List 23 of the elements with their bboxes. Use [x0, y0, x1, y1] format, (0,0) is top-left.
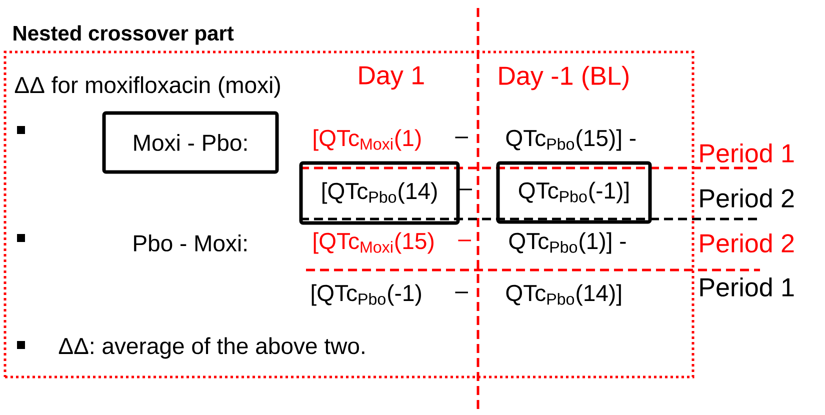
column-label: Day -1 (BL) — [499, 66, 628, 90]
outlined-box: QTc$_{Pbo}$(-1)] — [496, 161, 652, 224]
column-label: Day 1 — [359, 66, 424, 90]
outlined-box: [QTc$_{Pbo}$(14) — [299, 161, 460, 225]
outlined-box: Moxi - Pbo: — [102, 111, 279, 174]
heading-text: ΔΔ for moxifloxacin (moxi) — [14, 76, 280, 98]
period-label: Period 1 — [700, 277, 794, 297]
minus-sign: – — [455, 292, 468, 294]
period-label: Period 2 — [700, 188, 794, 208]
bullet-text: ΔΔ: average of the above two. — [58, 337, 364, 359]
minus-sign: – — [458, 240, 471, 242]
period-label: Period 1 — [700, 143, 794, 163]
formula-text: [QTc$_{Moxi}$(1) — [314, 129, 421, 151]
row-label: Pbo - Moxi: — [134, 234, 246, 252]
formula-text: [QTc$_{Moxi}$(15) — [314, 232, 434, 254]
title-text: Nested crossover part — [14, 25, 234, 45]
formula-text: QTc$_{Pbo}$(14)] — [506, 284, 621, 306]
formula-text: [QTc$_{Pbo}$(-1) — [312, 284, 421, 306]
formula-text: QTc$_{Pbo}$(1)] - — [509, 232, 626, 254]
minus-sign: – — [455, 136, 468, 138]
period-label: Period 2 — [700, 233, 794, 253]
formula-text: QTc$_{Pbo}$(15)] - — [506, 129, 636, 151]
minus-sign: – — [459, 188, 472, 190]
